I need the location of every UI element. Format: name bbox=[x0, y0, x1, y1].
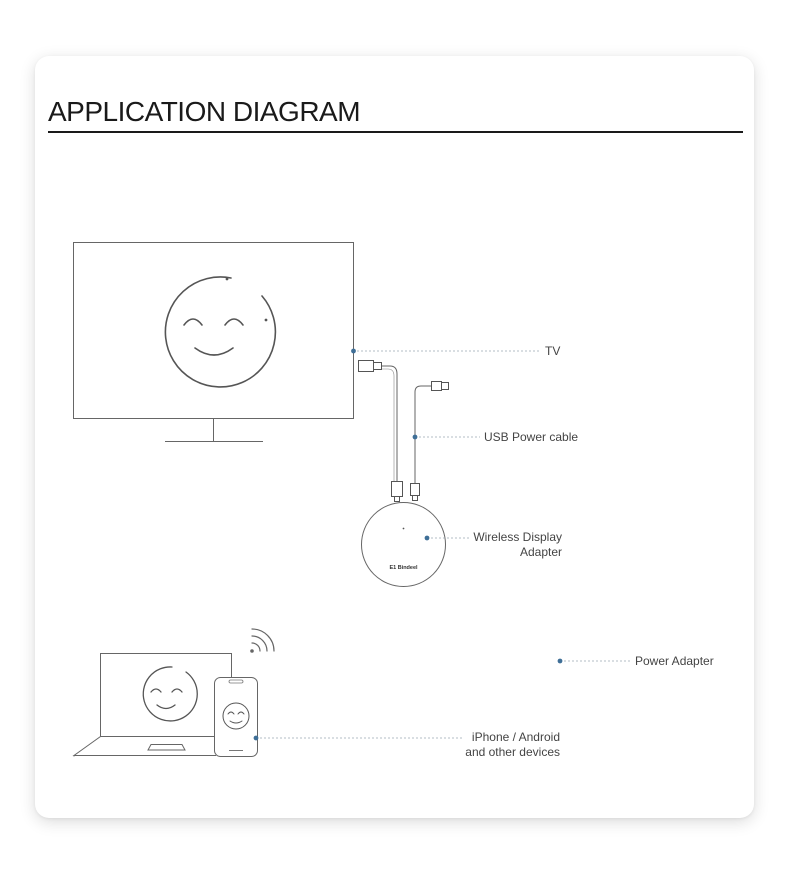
title-underline bbox=[48, 131, 743, 133]
hdmi-plug-icon bbox=[358, 360, 403, 502]
hdmi-cable-inner bbox=[382, 368, 395, 481]
label-usb-power-cable: USB Power cable bbox=[484, 430, 579, 444]
wifi-icon bbox=[250, 628, 275, 653]
leader-lines bbox=[256, 350, 630, 739]
laptop-icon bbox=[72, 653, 232, 757]
usb-plug-icon bbox=[410, 381, 449, 501]
diagram-card bbox=[35, 56, 754, 818]
label-wireless-display-adapter: Wireless Display Adapter bbox=[452, 530, 562, 560]
label-adapter-line1: Wireless Display bbox=[473, 530, 562, 544]
dongle-icon bbox=[361, 502, 446, 587]
label-power-adapter: Power Adapter bbox=[635, 654, 714, 668]
phone-smiley-icon bbox=[222, 702, 250, 730]
phone-icon bbox=[214, 677, 258, 757]
laptop-smiley-icon bbox=[142, 666, 198, 722]
usb-cable bbox=[414, 385, 431, 483]
page-title: APPLICATION DIAGRAM bbox=[48, 96, 361, 127]
label-devices-line2: and other devices bbox=[465, 745, 560, 759]
tv-icon bbox=[73, 242, 354, 442]
label-tv: TV bbox=[545, 344, 561, 358]
smiley-icon bbox=[164, 276, 277, 388]
hdmi-cable bbox=[382, 365, 398, 481]
label-devices: iPhone / Android and other devices bbox=[440, 730, 560, 760]
label-devices-line1: iPhone / Android bbox=[471, 730, 560, 744]
callout-dots bbox=[253, 348, 563, 741]
label-adapter-line2: Adapter bbox=[519, 545, 562, 559]
dongle-brand-text: E1 Bindeel bbox=[389, 565, 418, 571]
